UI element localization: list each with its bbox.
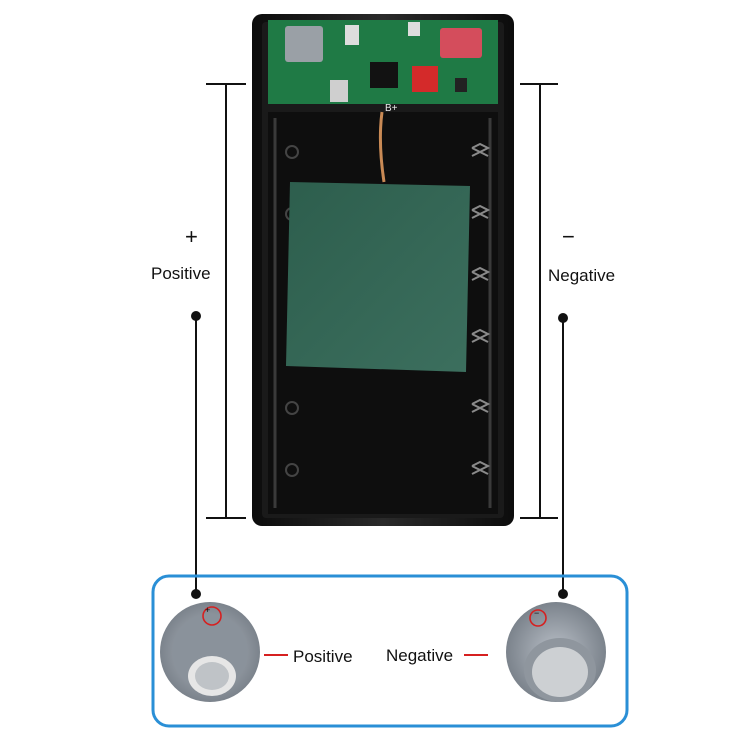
inset-positive-label: Positive [293, 647, 353, 666]
negative-cell-image [506, 602, 606, 702]
usb-port [285, 26, 323, 62]
negative-sign: − [562, 224, 575, 249]
positive-cell-mark: + [205, 605, 211, 615]
positive-cell-image [160, 602, 260, 702]
negative-cell-mark: − [534, 608, 540, 618]
insulation-sheet [286, 182, 470, 372]
positive-sign: + [185, 224, 198, 249]
pointer-lines [195, 316, 564, 594]
positive-label: Positive [151, 264, 211, 283]
pcb-marking: B+ [385, 103, 398, 114]
inset-frame [151, 574, 629, 728]
spring-contacts [471, 142, 491, 475]
chip [370, 62, 398, 88]
inset-negative-label: Negative [386, 646, 454, 665]
negative-label: Negative [548, 266, 616, 285]
usb-port-red [440, 28, 482, 58]
dimension-brackets [206, 83, 558, 519]
